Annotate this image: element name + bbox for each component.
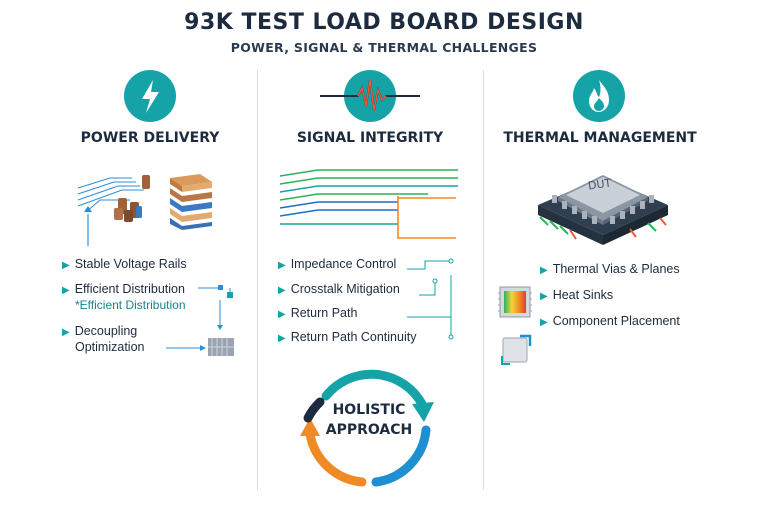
holistic-approach-label: HOLISTIC APPROACH (325, 402, 413, 438)
lightning-bolt-icon (124, 70, 176, 122)
page-subtitle: POWER, SIGNAL & THERMAL CHALLENGES (230, 40, 538, 55)
triangle-bullet-icon: ▶ (278, 260, 286, 271)
column-divider-left (257, 70, 258, 490)
list-item: ▶Stable Voltage Rails (62, 257, 187, 271)
thermal-management-heading: THERMAL MANAGEMENT (503, 130, 697, 146)
list-item-continuation: Optimization (75, 340, 145, 354)
triangle-bullet-icon: ▶ (62, 260, 70, 271)
list-item: ▶Return Path (278, 306, 358, 320)
signal-traces-illustration (279, 169, 458, 239)
power-delivery-heading: POWER DELIVERY (80, 130, 220, 146)
component-placement-icon (501, 334, 532, 365)
list-item: ▶Decoupling (62, 324, 138, 338)
column-divider-right (483, 70, 484, 490)
dut-chip-illustration (538, 175, 668, 245)
list-item: ▶Return Path Continuity (278, 330, 417, 344)
power-distribution-illustration (77, 174, 212, 246)
efficient-distribution-note: *Efficient Distribution (75, 298, 186, 312)
triangle-bullet-icon: ▶ (278, 309, 286, 320)
triangle-bullet-icon: ▶ (540, 317, 548, 328)
triangle-bullet-icon: ▶ (540, 291, 548, 302)
holistic-cycle-diagram (300, 369, 434, 487)
flame-icon (573, 70, 625, 122)
list-item: ▶Crosstalk Mitigation (278, 282, 400, 296)
waveform-icon (320, 70, 420, 122)
triangle-bullet-icon: ▶ (62, 285, 70, 296)
list-item: ▶Thermal Vias & Planes (540, 262, 680, 276)
list-item: ▶Efficient Distribution (62, 282, 185, 296)
triangle-bullet-icon: ▶ (278, 333, 286, 344)
power-connector-lines (166, 285, 234, 356)
triangle-bullet-icon: ▶ (278, 285, 286, 296)
list-item: ▶Component Placement (540, 314, 680, 328)
list-item: ▶Impedance Control (278, 257, 397, 271)
page-title: 93K TEST LOAD BOARD DESIGN (184, 10, 584, 35)
list-item: ▶Heat Sinks (540, 288, 614, 302)
heat-sink-icon (498, 286, 532, 318)
triangle-bullet-icon: ▶ (62, 327, 70, 338)
signal-connector-lines (407, 258, 454, 340)
triangle-bullet-icon: ▶ (540, 265, 548, 276)
signal-integrity-heading: SIGNAL INTEGRITY (296, 130, 444, 146)
